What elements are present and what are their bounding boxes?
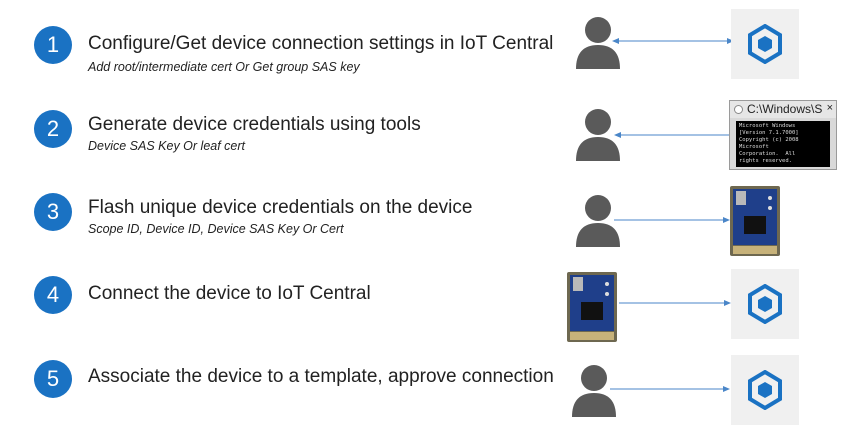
arrow-connector — [619, 300, 731, 306]
step-4: 4 Connect the device to IoT Central — [0, 276, 863, 356]
arrow-connector — [614, 132, 730, 138]
step-title: Generate device credentials using tools — [88, 114, 421, 135]
step-title: Connect the device to IoT Central — [88, 283, 371, 304]
step-subtitle: Add root/intermediate cert Or Get group … — [88, 60, 360, 74]
command-prompt-window: C:\Windows\S × Microsoft Windows [Versio… — [729, 100, 837, 170]
title-bar: C:\Windows\S × — [730, 101, 836, 118]
device-board-icon — [567, 272, 617, 342]
device-board-icon — [730, 186, 780, 256]
person-icon — [576, 109, 620, 161]
step-number: 3 — [34, 193, 72, 231]
iot-central-tile — [731, 355, 799, 425]
step-2: 2 Generate device credentials using tool… — [0, 106, 863, 186]
step-title: Associate the device to a template, appr… — [88, 366, 554, 387]
terminal-output: Microsoft Windows [Version 7.1.7000] Cop… — [736, 121, 830, 167]
step-3: 3 Flash unique device credentials on the… — [0, 191, 863, 271]
step-title: Configure/Get device connection settings… — [88, 33, 554, 54]
iot-central-tile — [731, 269, 799, 339]
close-icon: × — [826, 102, 833, 114]
iot-central-icon — [748, 24, 782, 64]
step-subtitle: Scope ID, Device ID, Device SAS Key Or C… — [88, 222, 344, 236]
step-number: 1 — [34, 26, 72, 64]
person-icon — [576, 195, 620, 247]
person-icon — [576, 17, 620, 69]
command-prompt-icon — [734, 105, 743, 114]
iot-central-icon — [748, 370, 782, 410]
step-5: 5 Associate the device to a template, ap… — [0, 358, 863, 438]
iot-central-tile — [731, 9, 799, 79]
step-subtitle: Device SAS Key Or leaf cert — [88, 139, 246, 153]
step-1: 1 Configure/Get device connection settin… — [0, 22, 863, 102]
iot-central-icon — [748, 284, 782, 324]
person-icon — [572, 365, 616, 417]
arrow-connector — [614, 217, 730, 223]
step-number: 4 — [34, 276, 72, 314]
step-title: Flash unique device credentials on the d… — [88, 197, 473, 218]
window-title: C:\Windows\S — [747, 102, 823, 116]
arrow-connector — [610, 386, 730, 392]
arrow-connector — [612, 38, 734, 44]
step-number: 2 — [34, 110, 72, 148]
step-number: 5 — [34, 360, 72, 398]
